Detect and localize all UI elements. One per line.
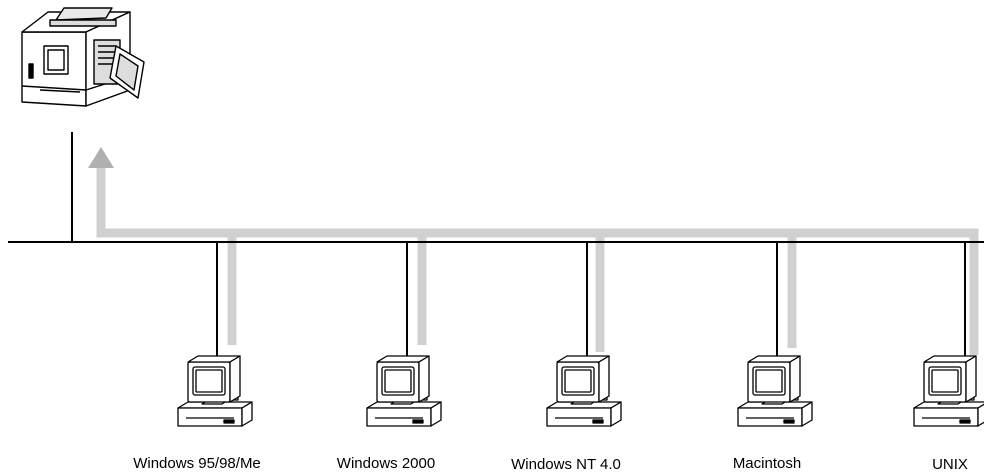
network-bus <box>8 132 984 358</box>
printer-icon <box>21 7 145 107</box>
flow-arrow-head <box>88 147 114 168</box>
computer-icon <box>913 355 984 427</box>
client-label: Macintosh <box>733 455 801 472</box>
client-label: Windows 95/98/Me <box>133 455 261 472</box>
clients: Windows 95/98/Me Windows 2000 Windows NT… <box>133 355 984 473</box>
client-label: Windows 2000 <box>337 455 435 472</box>
data-flow-path <box>96 168 979 355</box>
client-windows-nt-4-0: Windows NT 4.0 <box>511 355 622 473</box>
computer-icon <box>546 355 622 427</box>
client-label: Windows NT 4.0 <box>511 456 621 473</box>
client-unix: UNIX <box>913 355 984 473</box>
computer-icon <box>366 355 442 427</box>
client-label: UNIX <box>932 456 968 473</box>
client-windows-95-98-me: Windows 95/98/Me <box>133 355 261 472</box>
computer-icon <box>177 355 253 427</box>
computer-icon <box>737 355 813 427</box>
client-windows-2000: Windows 2000 <box>337 355 442 472</box>
client-macintosh: Macintosh <box>733 355 813 472</box>
